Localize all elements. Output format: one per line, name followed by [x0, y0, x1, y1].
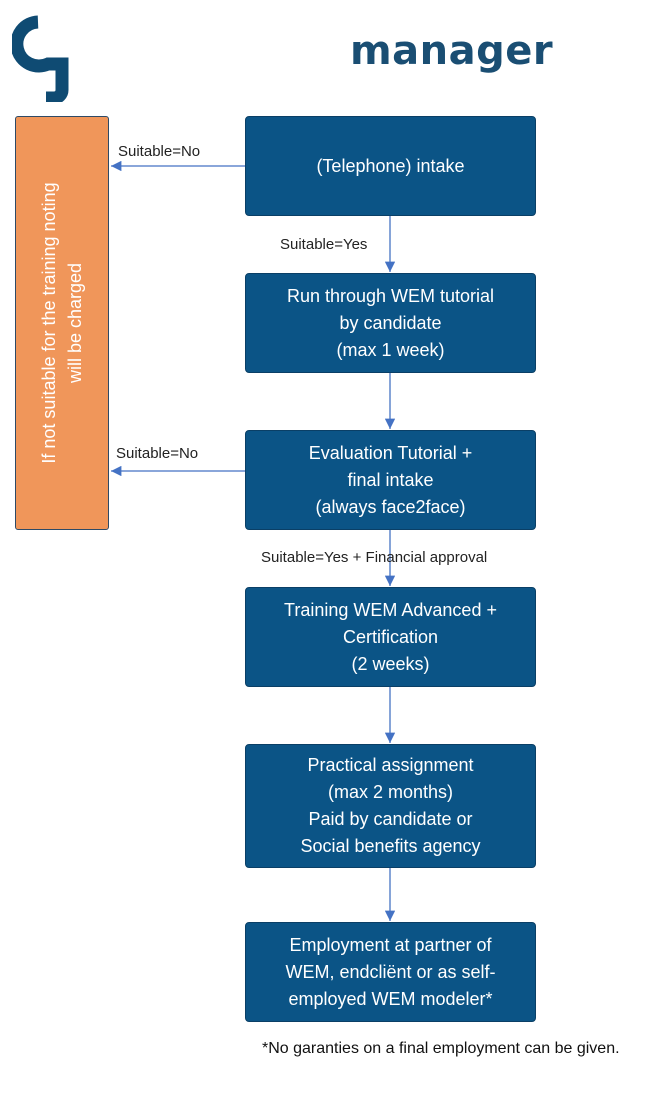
step-line: (2 weeks)	[351, 653, 430, 674]
step-line: Practical assignment	[307, 755, 474, 775]
step-line: by candidate	[339, 312, 442, 333]
step-telephone-intake: (Telephone) intake	[245, 116, 536, 216]
step-run-tutorial: Run through WEM tutorial by candidate (m…	[245, 273, 536, 373]
edge-label-suitable-no-2: Suitable=No	[116, 445, 199, 462]
step-evaluation-tutorial: Evaluation Tutorial + final intake (alwa…	[245, 430, 536, 530]
logo-mark-icon	[12, 15, 69, 102]
not-suitable-note-box: If not suitable for the training noting …	[15, 116, 109, 530]
footnote: *No garanties on a final employment can …	[262, 1040, 620, 1057]
edge-label-suitable-no-1: Suitable=No	[118, 143, 201, 160]
step-line: Evaluation Tutorial +	[308, 442, 473, 463]
edge-label-suitable-yes-financial: Suitable=Yes + Financial approval	[261, 549, 488, 566]
step-line: (max 2 months)	[327, 782, 454, 802]
step-line: (Telephone) intake	[316, 155, 465, 176]
edge-label-suitable-yes-1: Suitable=Yes	[280, 236, 368, 253]
step-line: (always face2face)	[315, 496, 466, 517]
step-line: Paid by candidate or	[308, 809, 473, 829]
step-line: Run through WEM tutorial	[286, 285, 495, 306]
step-line: Training WEM Advanced +	[284, 599, 497, 620]
step-line: Certification	[342, 626, 439, 647]
step-line: Employment at partner of	[289, 934, 492, 955]
step-line: Social benefits agency	[300, 836, 481, 856]
step-line: (max 1 week)	[336, 339, 445, 360]
step-training-advanced: Training WEM Advanced + Certification (2…	[245, 587, 536, 687]
step-employment: Employment at partner of WEM, endcliënt …	[245, 922, 536, 1022]
logo-wordmark: manager	[350, 28, 554, 74]
step-practical-assignment: Practical assignment (max 2 months) Paid…	[245, 744, 536, 868]
step-line: final intake	[347, 469, 434, 490]
step-line: WEM, endcliënt or as self-	[285, 961, 496, 982]
step-line: employed WEM modeler*	[288, 988, 493, 1009]
